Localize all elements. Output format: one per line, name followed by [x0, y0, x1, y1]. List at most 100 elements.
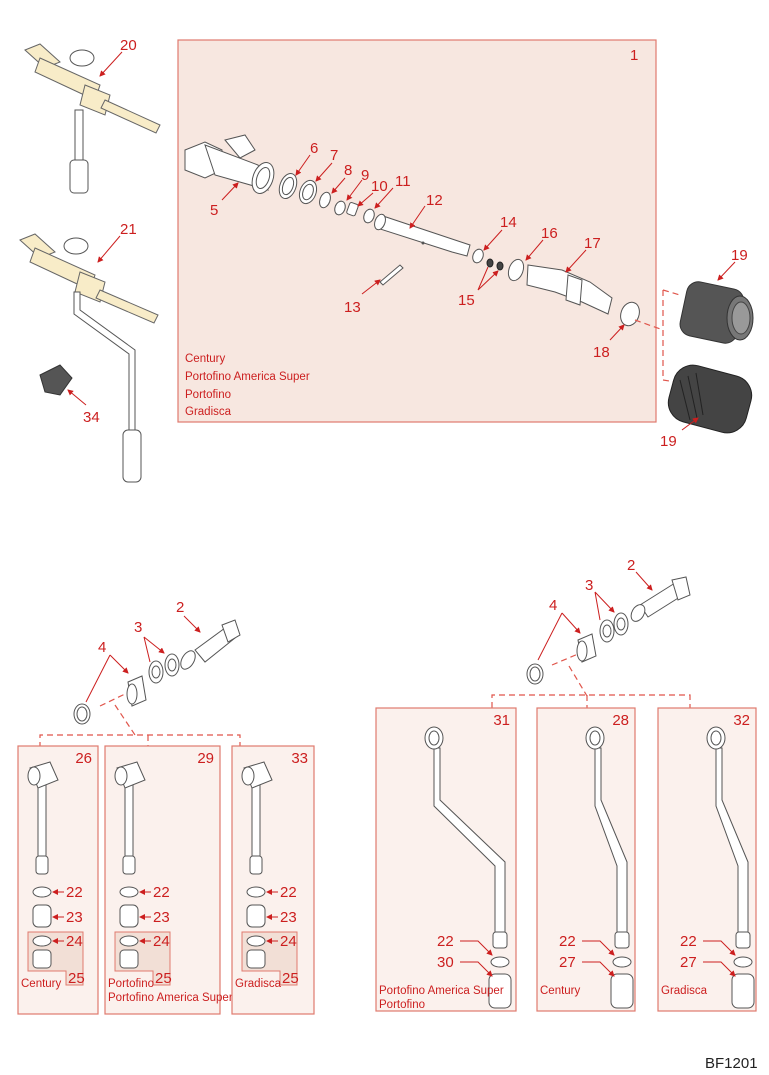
callout-7: 7 — [330, 147, 338, 164]
callout-22: 22 — [680, 933, 697, 950]
callout-8: 8 — [344, 162, 352, 179]
panel-model: Century — [21, 978, 62, 990]
callout-17: 17 — [584, 235, 601, 252]
panel-number: 33 — [291, 750, 308, 767]
right-callout-3: 3 — [585, 577, 593, 594]
part-24-washer — [119, 935, 139, 947]
callouts-top: 5 6 7 8 9 10 11 12 13 14 15 16 17 18 — [210, 140, 625, 361]
knob-bottom — [667, 364, 753, 434]
part-22-washer — [246, 886, 266, 898]
part-13-pin — [379, 264, 404, 286]
right-fittings — [526, 576, 691, 685]
part-23-nut — [119, 904, 139, 928]
valve-20 — [24, 43, 161, 194]
knob-top — [679, 281, 754, 344]
part-24-washer — [32, 935, 52, 947]
panel-model: Gradisca — [235, 978, 282, 990]
panel-model: Portofino — [108, 978, 154, 990]
part-5-body — [184, 134, 275, 194]
panel-model: Portofino — [379, 999, 425, 1011]
callout-12: 12 — [426, 192, 443, 209]
callout-24: 24 — [66, 933, 83, 950]
panel-number: 26 — [75, 750, 92, 767]
right-panels-connector — [491, 653, 691, 708]
model-gradisca: Gradisca — [185, 406, 232, 418]
callout-25: 25 — [68, 970, 85, 987]
callout-21: 21 — [120, 221, 137, 238]
valve-21 — [19, 233, 159, 483]
part-cup — [488, 973, 512, 1009]
part-22-washer — [490, 956, 510, 968]
part-22-washer — [733, 956, 753, 968]
callout-19-bottom: 19 — [660, 433, 677, 450]
model-century: Century — [185, 353, 226, 365]
callout-25: 25 — [155, 970, 172, 987]
panel-model: Portofino America Super — [108, 992, 233, 1004]
drawing-code: BF1201 — [705, 1055, 758, 1072]
model-portofino: Portofino — [185, 389, 231, 401]
callout-23: 23 — [280, 909, 297, 926]
right-callout-2: 2 — [627, 557, 635, 574]
part-22-washer — [612, 956, 632, 968]
part-25-sleeve — [32, 949, 52, 969]
knob-alternative-connector — [634, 289, 681, 383]
callout-24: 24 — [280, 933, 297, 950]
part-14-ring — [472, 248, 484, 264]
callout-22: 22 — [153, 884, 170, 901]
part-15-oring-b — [496, 261, 504, 271]
part-16-gasket — [507, 258, 525, 282]
callout-22: 22 — [66, 884, 83, 901]
clip-34 — [39, 364, 73, 396]
callout-13: 13 — [344, 299, 361, 316]
left-fittings — [73, 619, 241, 725]
part-9-disc — [334, 200, 346, 216]
callout-30: 30 — [437, 954, 454, 971]
callout-16: 16 — [541, 225, 558, 242]
panel-model: Gradisca — [661, 985, 708, 997]
callout-11: 11 — [395, 173, 411, 190]
callout-27: 27 — [559, 954, 576, 971]
part-cup — [731, 973, 755, 1009]
callout-14: 14 — [500, 214, 517, 231]
left-panels: 2622232425Century2922232425PortofinoPort… — [17, 745, 315, 1015]
callout-5: 5 — [210, 202, 218, 219]
callout-23: 23 — [153, 909, 170, 926]
part-23-nut — [246, 904, 266, 928]
callout-22: 22 — [559, 933, 576, 950]
panel-model: Century — [540, 985, 581, 997]
callout-25: 25 — [282, 970, 299, 987]
part-12-spindle — [374, 213, 471, 257]
callout-34: 34 — [83, 409, 100, 426]
callout-22: 22 — [437, 933, 454, 950]
panel-number: 28 — [612, 712, 629, 729]
box-number-1: 1 — [630, 47, 638, 64]
callout-27: 27 — [680, 954, 697, 971]
part-17-cartridge — [526, 264, 613, 315]
callout-19-top: 19 — [731, 247, 748, 264]
part-25-sleeve — [119, 949, 139, 969]
callout-22: 22 — [280, 884, 297, 901]
left-panels-connector — [39, 693, 241, 748]
part-8-ring — [319, 191, 331, 209]
part-15-oring-a — [486, 258, 494, 268]
panel-number: 32 — [733, 712, 750, 729]
callout-9: 9 — [361, 167, 369, 184]
model-list: Century Portofino America Super Portofin… — [185, 353, 310, 418]
panel-number: 31 — [493, 712, 510, 729]
callout-18: 18 — [593, 344, 610, 361]
part-18-adapter — [620, 301, 640, 327]
left-callout-3: 3 — [134, 619, 142, 636]
callout-10: 10 — [371, 178, 388, 195]
part-24-washer — [246, 935, 266, 947]
callout-20: 20 — [120, 37, 137, 54]
part-cup — [610, 973, 634, 1009]
part-25-sleeve — [246, 949, 266, 969]
left-callout-4: 4 — [98, 639, 106, 656]
